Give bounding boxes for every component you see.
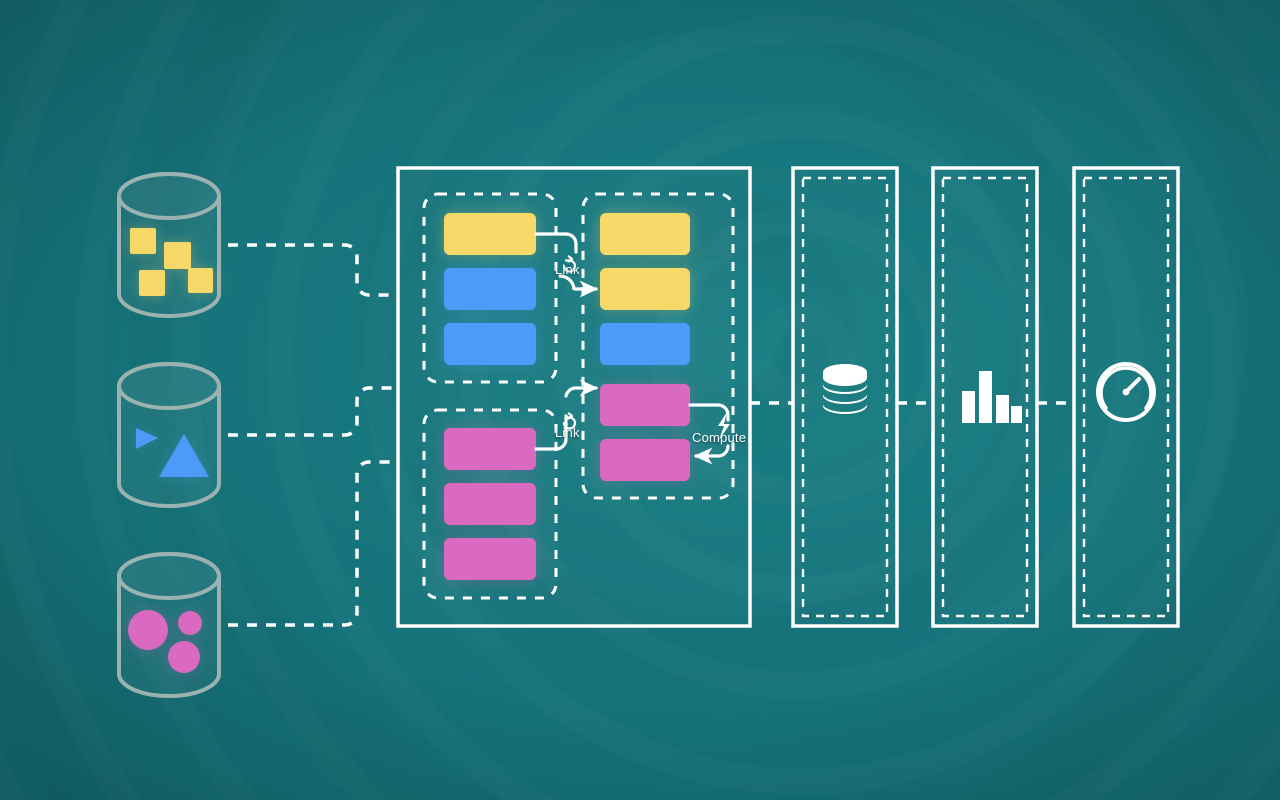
conn-source3-to-box [228,460,398,627]
flow-link-bottom-out [534,414,568,451]
block-pink[interactable] [600,439,690,481]
block-blue[interactable] [600,323,690,365]
lightning-bolt-icon [718,412,730,440]
flow-compute-in [693,444,730,465]
source-semistructured[interactable] [117,362,221,508]
bar-chart-icon [962,371,1022,423]
flow-link-bottom-in [564,379,599,398]
flow-compute-out [688,403,730,422]
output-storage[interactable] [791,166,899,628]
source-structured[interactable] [117,172,221,318]
block-pink[interactable] [444,538,536,580]
chain-link-icon [562,412,577,430]
output-monitoring[interactable] [1072,166,1180,628]
source-shapes-circles [128,610,202,673]
source-shapes-squares [130,228,213,296]
group-outline [581,192,735,500]
block-pink[interactable] [600,384,690,426]
source-shapes-triangles [136,428,209,477]
block-blue[interactable] [444,323,536,365]
conn-source1-to-box [228,243,398,297]
database-cylinder-icon [117,362,221,508]
group-outline [422,408,558,600]
output-analytics[interactable] [931,166,1039,628]
flow-link-top-out [534,232,578,254]
source-unstructured[interactable] [117,552,221,698]
block-yellow[interactable] [444,213,536,255]
flow-link-top-in [558,274,599,298]
conn-source2-to-box [228,386,398,437]
block-yellow[interactable] [600,213,690,255]
block-pink[interactable] [444,483,536,525]
connector-group-sources [228,243,398,627]
group-ingest-bottom[interactable] [422,408,558,600]
group-outline [422,192,558,384]
flow-arrows [534,232,730,465]
gauge-icon [1096,362,1156,422]
chain-link-icon [562,255,577,273]
database-stack-icon [823,364,867,414]
block-blue[interactable] [444,268,536,310]
block-pink[interactable] [444,428,536,470]
group-ingest-top[interactable] [422,192,558,384]
processing-box[interactable] [396,166,752,628]
group-transform[interactable] [581,192,735,500]
block-yellow[interactable] [600,268,690,310]
